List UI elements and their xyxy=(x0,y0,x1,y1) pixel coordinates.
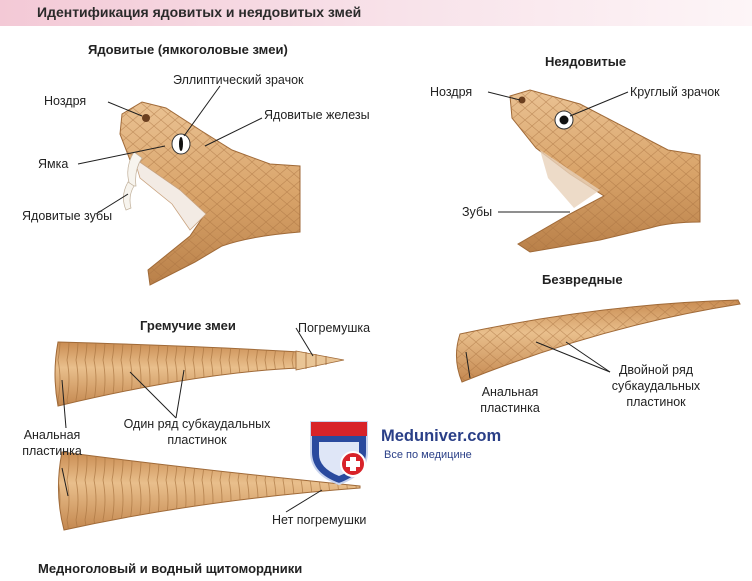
copperhead-tail xyxy=(57,451,361,531)
label-venom-glands: Ядовитые железы xyxy=(264,108,370,122)
page-title: Идентификация ядовитых и неядовитых змей xyxy=(37,4,362,20)
label-nostril-nonvenomous: Ноздря xyxy=(430,85,473,99)
label-round-pupil: Круглый зрачок xyxy=(630,85,720,99)
label-anal-right-line1: Анальная xyxy=(481,385,539,399)
label-double-row: Двойной ряд субкаудальных пластинок xyxy=(596,362,716,410)
rattlesnake-tail xyxy=(54,341,345,407)
nonvenomous-head xyxy=(509,89,701,253)
label-single-row: Один ряд субкаудальных пластинок xyxy=(112,416,282,448)
label-rattle: Погремушка xyxy=(298,321,371,335)
label-anal-left: Анальная пластинка xyxy=(10,427,94,459)
logo-brand: Meduniver.com xyxy=(381,427,502,445)
heading-rattlesnakes: Гремучие змеи xyxy=(140,318,236,333)
label-anal-left-line2: пластинка xyxy=(22,444,82,458)
label-teeth: Зубы xyxy=(462,205,493,219)
harmless-tail xyxy=(456,299,741,383)
label-anal-right: Анальная пластинка xyxy=(470,384,550,416)
label-pit: Ямка xyxy=(38,157,69,171)
logo-tagline: Все по медицине xyxy=(384,449,472,461)
label-no-rattle: Нет погремушки xyxy=(272,513,367,527)
label-single-row-line1: Один ряд субкаудальных xyxy=(123,417,271,431)
leader-lines xyxy=(61,85,629,513)
heading-harmless: Безвредные xyxy=(542,272,623,287)
shield-icon xyxy=(310,421,368,486)
meduniver-logo[interactable]: Meduniver.com Все по медицине xyxy=(307,416,527,486)
label-double-row-line3: пластинок xyxy=(626,395,686,409)
heading-copperhead: Медноголовый и водный щитомордники xyxy=(38,561,303,576)
label-anal-left-line1: Анальная xyxy=(23,428,81,442)
label-anal-right-line2: пластинка xyxy=(480,401,540,415)
label-fangs: Ядовитые зубы xyxy=(22,209,113,223)
label-elliptical-pupil: Эллиптический зрачок xyxy=(173,73,304,87)
label-single-row-line2: пластинок xyxy=(167,433,227,447)
label-double-row-line2: субкаудальных xyxy=(611,379,701,393)
label-nostril-venomous: Ноздря xyxy=(44,94,87,108)
heading-nonvenomous: Неядовитые xyxy=(545,54,627,69)
pit-viper-head xyxy=(119,101,301,286)
title-bar xyxy=(0,0,752,26)
label-double-row-line1: Двойной ряд xyxy=(618,363,694,377)
heading-venomous: Ядовитые (ямкоголовые змеи) xyxy=(88,42,288,57)
